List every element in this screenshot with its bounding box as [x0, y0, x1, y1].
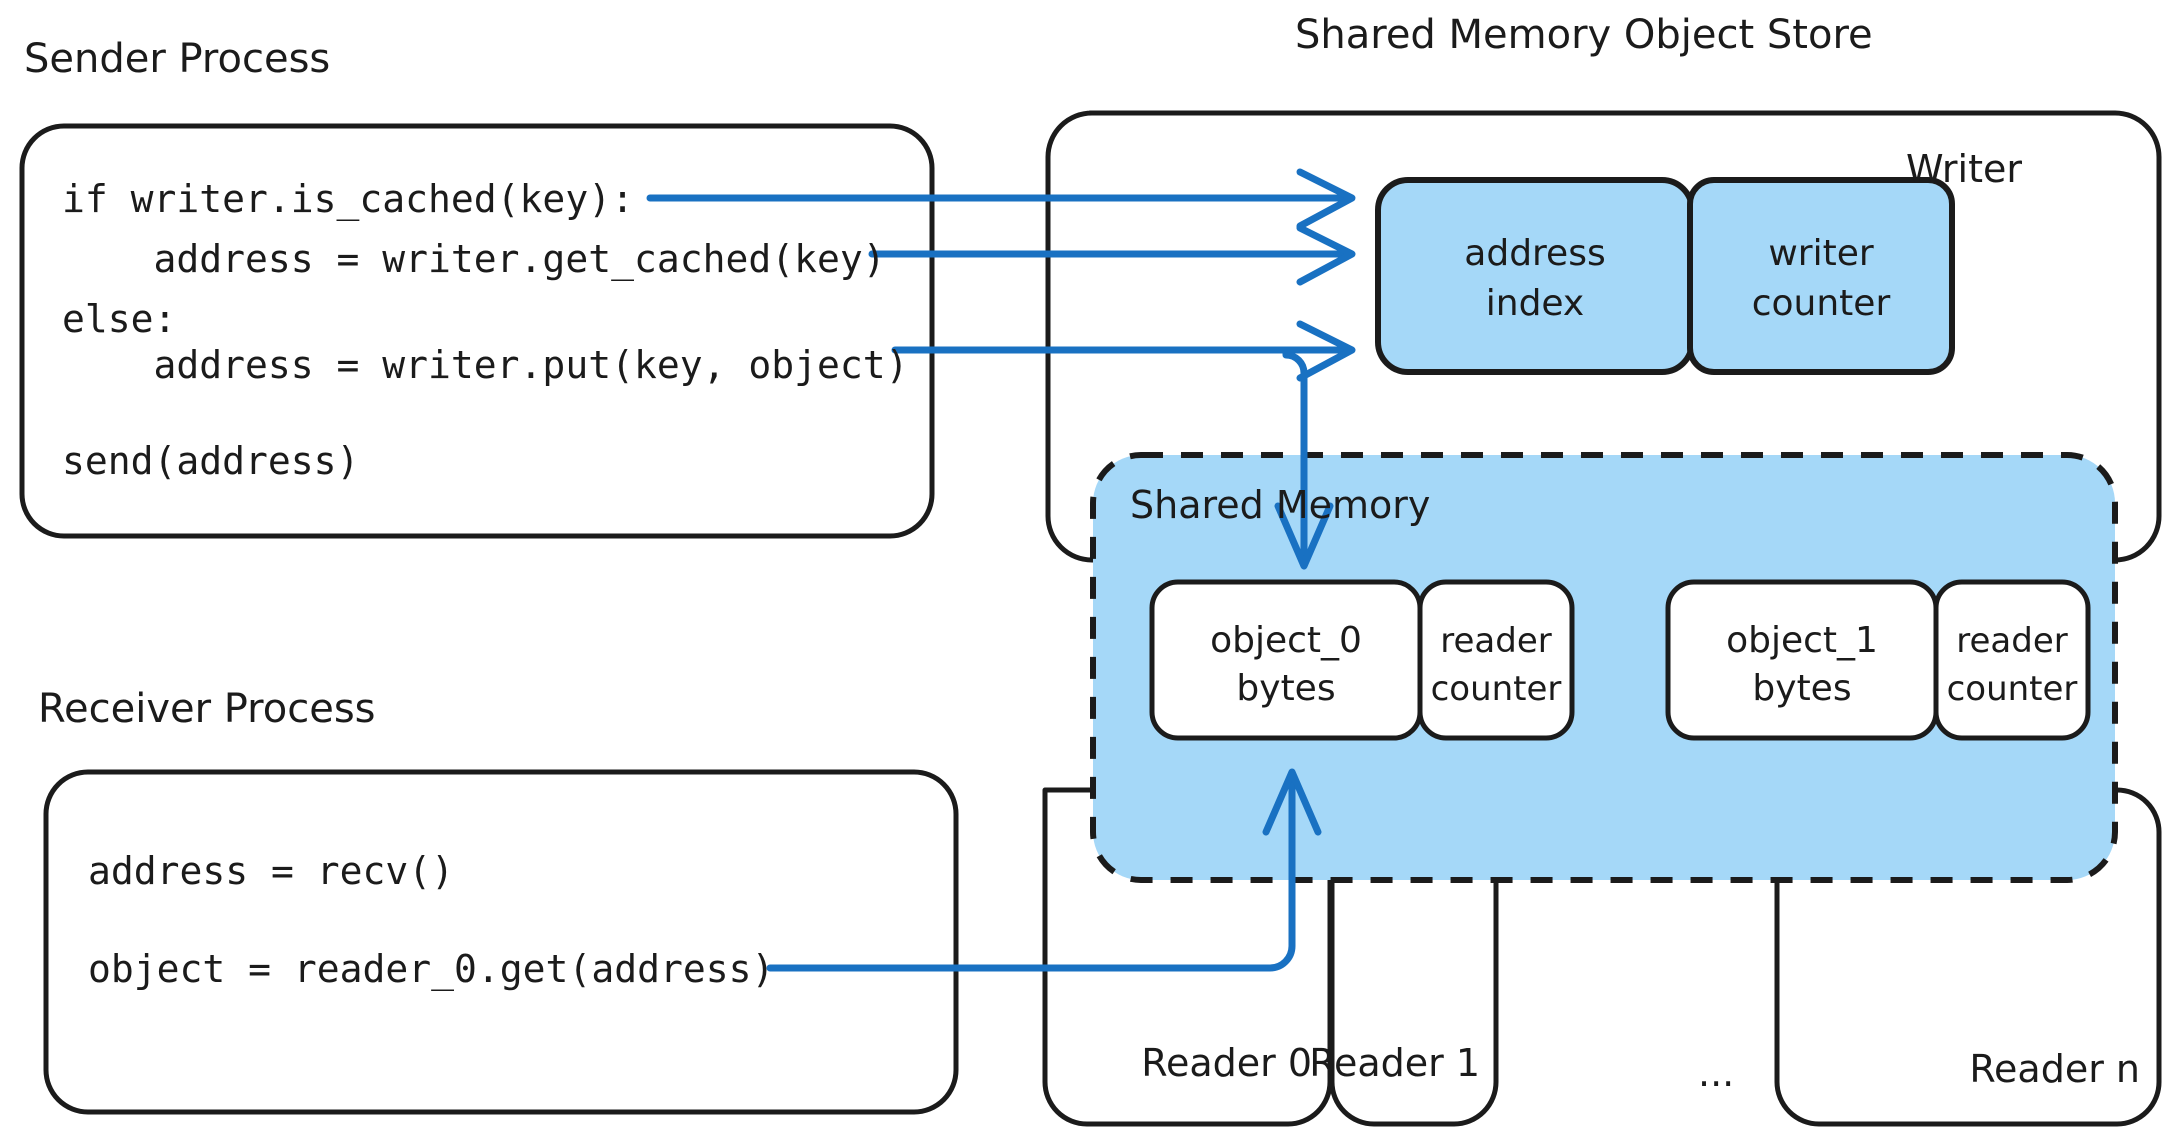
sender-code-line-0: if writer.is_cached(key): — [62, 177, 634, 222]
shm-reader-counter-0-box — [1417, 579, 1575, 741]
writer-cell-1-line2: counter — [1752, 283, 1891, 324]
receiver-code-line-0: address = recv() — [88, 849, 454, 893]
reader-0-label: Reader 0 — [1141, 1041, 1312, 1085]
arrow-reader-get — [766, 778, 1296, 972]
arrow-put-to-shared-memory — [1282, 346, 1308, 560]
shared-memory-region — [1090, 452, 2118, 883]
shm-object-1-line1: object_1 — [1726, 620, 1878, 661]
shm-reader-counter-1-box — [1933, 579, 2091, 741]
shm-counter-0-line1: reader — [1440, 621, 1551, 661]
arrow-is-cached-head-icon — [1296, 168, 1356, 230]
shm-counter-1-line2: counter — [1947, 669, 2078, 709]
receiver-code-line-2: object = reader_0.get(address) — [88, 947, 774, 992]
sender-code-line-5: send(address) — [62, 439, 359, 483]
shared-memory-label: Shared Memory — [1130, 483, 1430, 527]
shared-memory-object-store-title: Shared Memory Object Store — [1295, 12, 1873, 58]
writer-label: Writer — [1906, 147, 2022, 191]
sender-process-title: Sender Process — [24, 36, 330, 82]
reader-1-label: Reader 1 — [1309, 1041, 1480, 1085]
shm-object-1-line2: bytes — [1752, 668, 1851, 709]
arrow-put-head-icon — [1296, 320, 1356, 382]
arrow-put-to-shm-head-icon — [1274, 502, 1334, 570]
shm-counter-0-line2: counter — [1431, 669, 1562, 709]
sender-code-line-1: address = writer.get_cached(key) — [62, 237, 886, 282]
shm-object-0-line2: bytes — [1236, 668, 1335, 709]
readers-ellipsis: ... — [1698, 1051, 1734, 1095]
arrow-get-cached-head-icon — [1296, 224, 1356, 286]
writer-cell-0-line2: index — [1486, 283, 1585, 324]
reader-n-label: Reader n — [1969, 1047, 2140, 1091]
sender-process-box — [19, 123, 935, 539]
shm-counter-1-line1: reader — [1956, 621, 2067, 661]
writer-cell-writer-counter — [1687, 177, 1955, 375]
sender-code-line-3: address = writer.put(key, object) — [62, 343, 908, 387]
receiver-process-box — [43, 769, 959, 1115]
arrow-reader-get-head-icon — [1262, 768, 1322, 836]
receiver-process-title: Receiver Process — [38, 686, 376, 732]
writer-cell-0-line1: address — [1464, 233, 1605, 274]
writer-cell-1-line1: writer — [1768, 233, 1874, 274]
shm-object-0-line1: object_0 — [1210, 620, 1362, 661]
sender-code-line-2: else: — [62, 297, 176, 341]
